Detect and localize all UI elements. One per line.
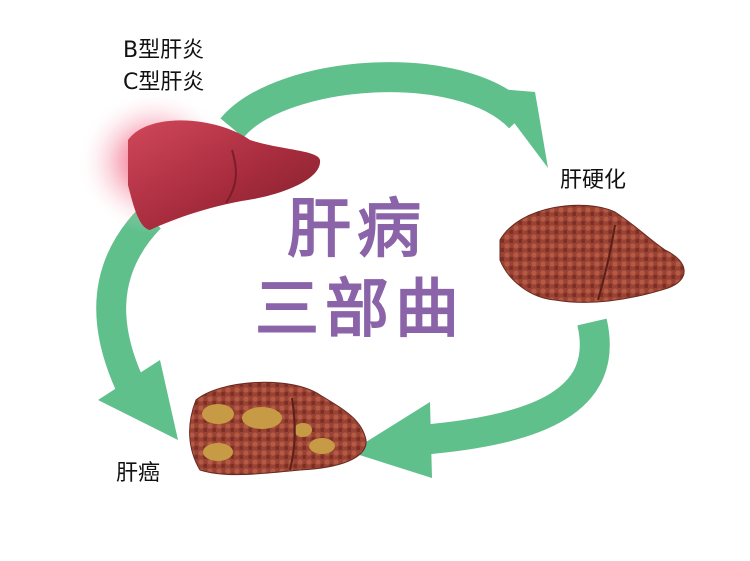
label-cirrhosis: 肝硬化 xyxy=(560,168,627,193)
inflamed-liver-icon xyxy=(77,90,321,234)
cirrhotic-liver-icon xyxy=(499,204,685,303)
arrow-left-icon xyxy=(96,207,178,440)
label-liver-cancer: 肝癌 xyxy=(116,461,161,486)
arrow-top-icon xyxy=(220,62,548,168)
label-hepatitis-b: B型肝炎 xyxy=(123,38,205,63)
title-line-1: 肝病 xyxy=(287,192,427,267)
cancerous-liver-icon xyxy=(189,381,367,476)
title-line-2: 三部曲 xyxy=(255,272,465,347)
arrow-right-icon xyxy=(350,318,610,478)
label-hepatitis-c: C型肝炎 xyxy=(123,70,205,95)
